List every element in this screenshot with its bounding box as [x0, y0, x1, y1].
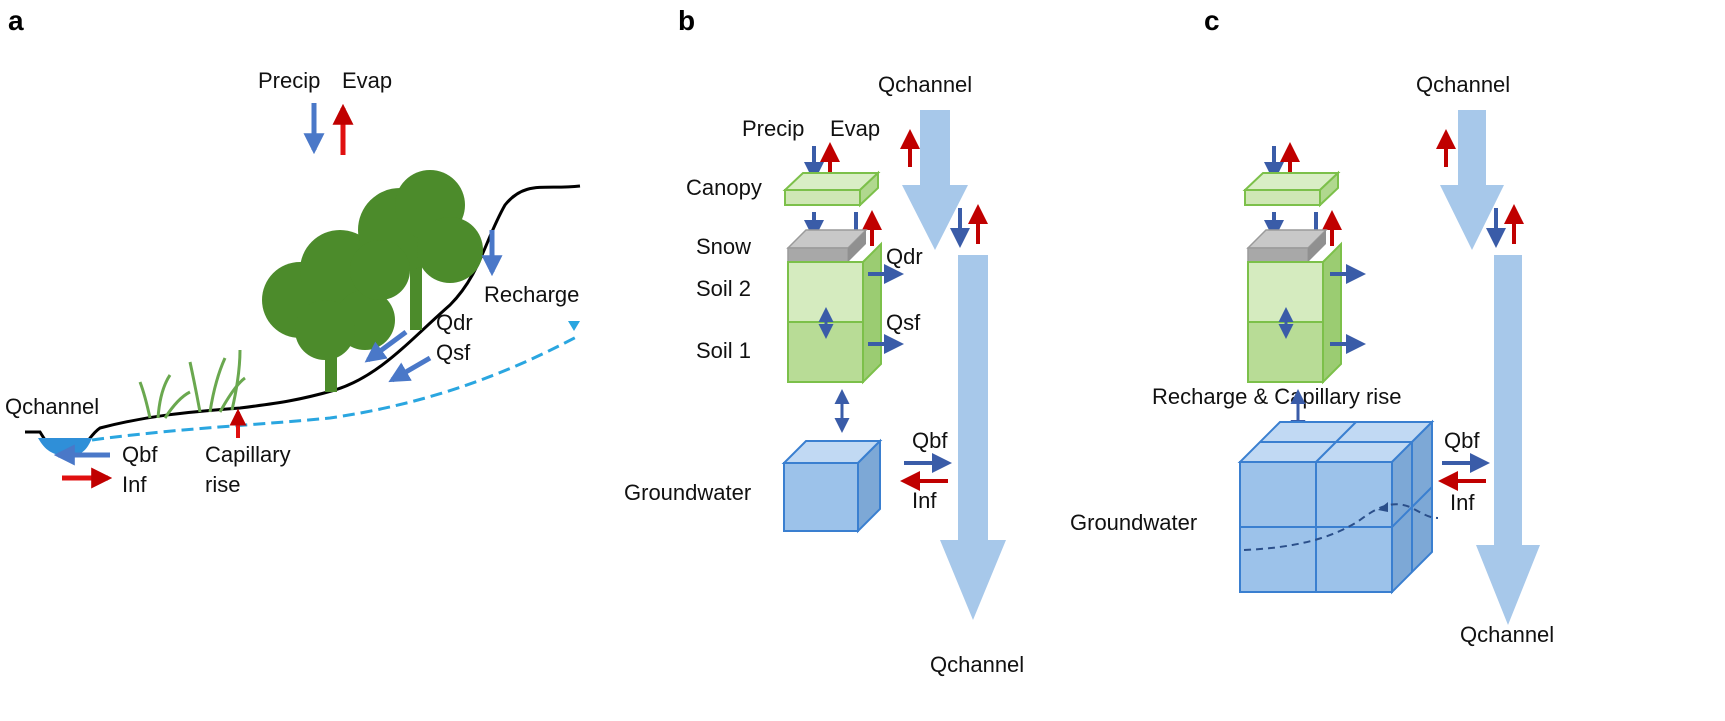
c-qbf-label: Qbf [1444, 428, 1480, 453]
b-qsf-label: Qsf [886, 310, 921, 335]
c-canopy-box [1242, 170, 1341, 208]
a-tree-right [350, 170, 483, 330]
c-soil-column [1246, 229, 1342, 385]
b-channel-outflow-arrow [940, 255, 1006, 620]
a-qchannel-label: Qchannel [5, 394, 99, 419]
panel-b-letter: b [678, 5, 695, 36]
b-groundwater-box [781, 438, 883, 534]
b-precip-label: Precip [742, 116, 804, 141]
b-soil-column [786, 229, 882, 385]
a-capillary-label-1: Capillary [205, 442, 291, 467]
a-evap-label: Evap [342, 68, 392, 93]
panel-c-letter: c [1204, 5, 1220, 36]
a-qbf-label: Qbf [122, 442, 158, 467]
c-inf-label: Inf [1450, 490, 1475, 515]
panel-a: a Precip Evap [5, 5, 581, 497]
a-recharge-label: Recharge [484, 282, 579, 307]
a-qdr-label: Qdr [436, 310, 473, 335]
a-precip-label: Precip [258, 68, 320, 93]
panel-b: b Qchannel Qchannel Precip Evap Canopy [624, 5, 1024, 677]
b-qdr-label: Qdr [886, 244, 923, 269]
c-groundwater-label: Groundwater [1070, 510, 1197, 535]
a-capillary-label-2: rise [205, 472, 240, 497]
b-groundwater-label: Groundwater [624, 480, 751, 505]
c-qchannel-bottom-label: Qchannel [1460, 622, 1554, 647]
b-soil-side [862, 241, 882, 385]
b-qbf-label: Qbf [912, 428, 948, 453]
b-canopy-box [782, 170, 881, 208]
b-snow-side [848, 230, 866, 262]
b-soil1-label: Soil 1 [696, 338, 751, 363]
b-evap-label: Evap [830, 116, 880, 141]
b-snow-label: Snow [696, 234, 751, 259]
a-inf-label: Inf [122, 472, 147, 497]
a-qdr-arrow [364, 329, 408, 363]
c-recharge-capillary-label: Recharge & Capillary rise [1152, 384, 1401, 409]
b-snow-front [787, 247, 849, 263]
a-qsf-label: Qsf [436, 340, 471, 365]
c-groundwater-grid [1237, 419, 1439, 595]
panel-c: c Qchannel Qchannel [1070, 5, 1554, 647]
a-water-table [91, 333, 581, 442]
b-qchannel-bottom-label: Qchannel [930, 652, 1024, 677]
a-grass-icon [138, 349, 246, 419]
c-channel-inflow-arrow [1440, 110, 1504, 250]
b-inf-label: Inf [912, 488, 937, 513]
b-canopy-label: Canopy [686, 175, 762, 200]
c-channel-outflow-arrow [1476, 255, 1540, 625]
b-soil2-label: Soil 2 [696, 276, 751, 301]
c-qchannel-top-label: Qchannel [1416, 72, 1510, 97]
a-qsf-arrow [388, 355, 432, 383]
a-water-table-marker-icon [568, 321, 580, 331]
b-channel-inflow-arrow [902, 110, 968, 250]
b-qchannel-top-label: Qchannel [878, 72, 972, 97]
panel-a-letter: a [8, 5, 24, 36]
